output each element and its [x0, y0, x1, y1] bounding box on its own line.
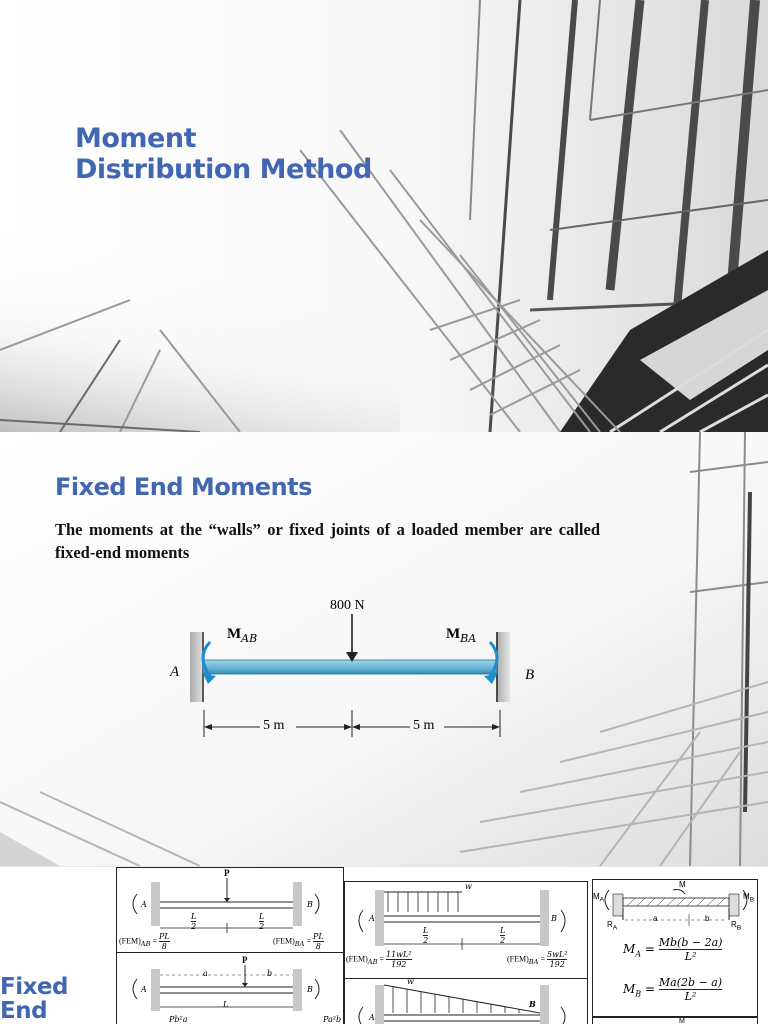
architecture-background: [0, 432, 768, 866]
load-label: P: [242, 955, 248, 965]
title-line-1: Fixed: [0, 974, 69, 1000]
slide-body-text: The moments at the “walls” or fixed join…: [55, 520, 600, 562]
fem-panel-next: M: [592, 1017, 758, 1024]
end-label-a: A: [141, 900, 147, 909]
fem-panel-point-load-offset: P a b L A B Pb²a Pa²b: [116, 953, 344, 1024]
m-label: M: [679, 880, 686, 889]
beam-figure: [190, 614, 510, 737]
load-label: 800 N: [330, 598, 365, 613]
end-label-a: A: [369, 1013, 375, 1022]
span-label-left: 5 m: [263, 718, 285, 733]
architecture-background: [0, 0, 768, 432]
end-label-b: B: [529, 999, 536, 1009]
fem-ba-numerator: Pa²b: [323, 1015, 342, 1024]
support-label-b: B: [525, 667, 535, 683]
load-label: w: [407, 979, 414, 986]
mb-label: MB: [743, 892, 755, 904]
moment-arrow-left: [201, 640, 212, 677]
support-label-a: A: [170, 664, 180, 680]
m-label: M: [679, 1018, 685, 1024]
fem-panel-triangular-load: w A B: [344, 979, 588, 1024]
moment-arrow-right: [488, 640, 499, 677]
load-label: w: [465, 882, 472, 891]
rb-label: RB: [731, 920, 742, 932]
moment-label-left: MAB: [227, 626, 258, 645]
beam: [202, 659, 498, 675]
end-label-a: A: [141, 985, 147, 994]
dim-b: b: [267, 969, 273, 978]
dim-a: a: [653, 914, 658, 923]
end-label-b: B: [307, 985, 313, 994]
span-label-right: 5 m: [413, 718, 435, 733]
title-line-2: End: [0, 998, 48, 1024]
end-label-b: B: [307, 900, 313, 909]
load-label: P: [224, 868, 230, 878]
title-slide: Moment Distribution Method: [0, 0, 768, 432]
title-line-1: Moment: [75, 123, 197, 154]
equation-mb: MB = Ma(2b − a)L²: [623, 976, 723, 1003]
wall-right: [496, 632, 510, 702]
title: Moment Distribution Method: [75, 123, 415, 185]
end-label-b: B: [551, 914, 557, 923]
dim-l: L: [223, 1000, 229, 1009]
wall-left: [190, 632, 204, 702]
title-line-2: Distribution Method: [75, 154, 372, 185]
fixed-end-moments-slide: Fixed End Moments The moments at the “wa…: [0, 432, 768, 866]
end-label-a: A: [369, 914, 375, 923]
slide-title: Fixed End Moments: [55, 473, 312, 501]
ma-label: MA: [593, 892, 605, 904]
moment-label-right: MBA: [446, 626, 477, 645]
fem-ab-numerator: Pb²a: [169, 1015, 188, 1024]
fem-panel-applied-moment: MA MB M RA RB a b MA = Mb(b − 2a)L² MB =…: [592, 879, 758, 1017]
ra-label: RA: [607, 920, 618, 932]
dim-b: b: [705, 914, 710, 923]
slide-title: Fixed End: [0, 975, 100, 1023]
dim-a: a: [203, 969, 208, 978]
equation-ma: MA = Mb(b − 2a)L²: [623, 936, 723, 963]
